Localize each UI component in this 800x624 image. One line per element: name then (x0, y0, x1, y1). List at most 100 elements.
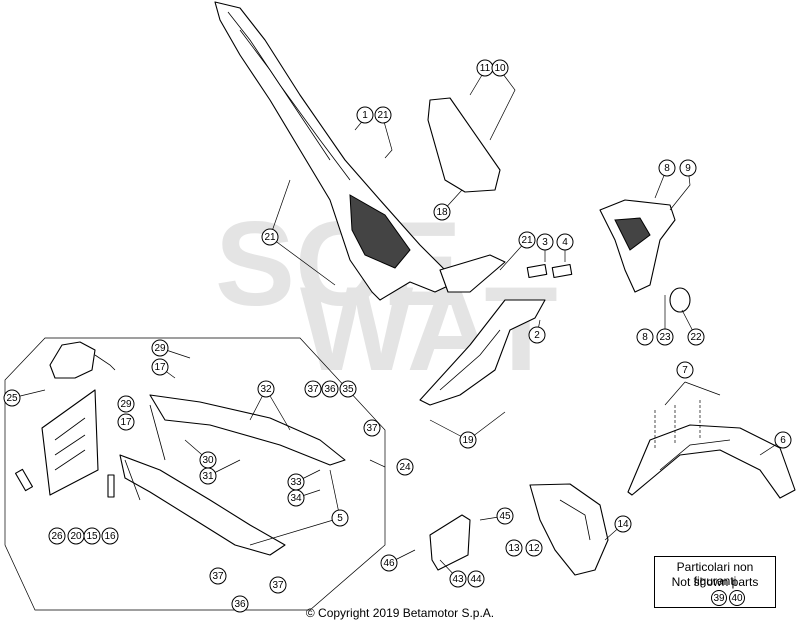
callout-label: 6 (780, 435, 786, 446)
callout-11: 11 (476, 59, 494, 77)
callout-19: 19 (459, 431, 477, 449)
callout-label: 17 (154, 362, 166, 373)
callout-label: 21 (377, 110, 389, 121)
callout-label: 35 (342, 384, 354, 395)
tail-light (49, 341, 96, 379)
callout-2: 2 (528, 326, 546, 344)
bracket (429, 514, 471, 571)
callout-3: 3 (536, 233, 554, 251)
callout-label: 26 (51, 531, 63, 542)
callout-label: 21 (264, 232, 276, 243)
callout-label: 37 (212, 571, 224, 582)
callout-label: 34 (290, 493, 302, 504)
callout-37: 37 (209, 567, 227, 585)
callout-label: 29 (120, 399, 132, 410)
callout-label: 3 (542, 237, 548, 248)
callout-31: 31 (199, 467, 217, 485)
front-shroud (214, 1, 506, 301)
callout-label: 22 (690, 332, 702, 343)
assembly-outline-24 (4, 337, 386, 611)
callout-5: 5 (331, 509, 349, 527)
callout-label: 43 (452, 574, 464, 585)
callout-9: 9 (679, 159, 697, 177)
callout-label: 30 (202, 455, 214, 466)
callout-label: 44 (470, 574, 482, 585)
callout-32: 32 (257, 380, 275, 398)
rear-subframe (119, 454, 286, 556)
callout-26: 26 (48, 527, 66, 545)
callout-label: 21 (521, 235, 533, 246)
callout-14: 14 (614, 515, 632, 533)
callout-label: 5 (337, 513, 343, 524)
callout-label: 19 (462, 435, 474, 446)
callout-label: 10 (494, 63, 506, 74)
license-plate-holder (41, 389, 99, 496)
callout-36: 36 (231, 595, 249, 613)
callout-label: 13 (508, 543, 520, 554)
callout-29: 29 (151, 339, 169, 357)
callout-17: 17 (117, 413, 135, 431)
callout-label: 46 (383, 558, 395, 569)
callout-20: 20 (67, 527, 85, 545)
callout-35: 35 (339, 380, 357, 398)
callout-label: 29 (154, 343, 166, 354)
callout-24: 24 (396, 458, 414, 476)
clamp-22 (669, 287, 691, 313)
callout-37: 37 (304, 380, 322, 398)
disc-guard (529, 483, 609, 576)
callout-21: 21 (261, 228, 279, 246)
callout-label: 9 (685, 163, 691, 174)
callout-37: 37 (363, 419, 381, 437)
copyright: © Copyright 2019 Betamotor S.p.A. (305, 606, 495, 620)
callout-label: 45 (499, 511, 511, 522)
front-fender (627, 424, 796, 499)
callout-label: 12 (528, 543, 540, 554)
not-shown-ref-39: 39 (711, 590, 727, 606)
callout-8: 8 (636, 328, 654, 346)
callout-label: 37 (307, 384, 319, 395)
callout-45: 45 (496, 507, 514, 525)
callout-8: 8 (658, 159, 676, 177)
callout-46: 46 (380, 554, 398, 572)
callout-label: 36 (324, 384, 336, 395)
not-shown-ref-40: 40 (729, 590, 745, 606)
callout-label: 18 (436, 207, 448, 218)
callout-label: 16 (104, 531, 116, 542)
callout-13: 13 (505, 539, 523, 557)
callout-label: 1 (362, 110, 368, 121)
callout-label: 17 (120, 417, 132, 428)
callout-30: 30 (199, 451, 217, 469)
callout-33: 33 (287, 473, 305, 491)
callout-label: 4 (562, 237, 568, 248)
callout-17: 17 (151, 358, 169, 376)
callout-label: 24 (399, 462, 411, 473)
clip-3 (526, 263, 548, 279)
callout-label: 23 (659, 332, 671, 343)
callout-25: 25 (3, 389, 21, 407)
not-shown-parts-box: Particolari non figuranti Not shown part… (654, 556, 776, 608)
callout-label: 32 (260, 384, 272, 395)
callout-34: 34 (287, 489, 305, 507)
callout-21: 21 (374, 106, 392, 124)
callout-label: 37 (366, 423, 378, 434)
callout-label: 11 (480, 63, 491, 74)
callout-7: 7 (676, 361, 694, 379)
callout-label: 2 (534, 330, 540, 341)
callout-37: 37 (269, 576, 287, 594)
callout-label: 31 (202, 471, 214, 482)
callout-10: 10 (491, 59, 509, 77)
callout-21: 21 (518, 231, 536, 249)
callout-label: 15 (86, 531, 98, 542)
callout-1: 1 (356, 106, 374, 124)
callout-23: 23 (656, 328, 674, 346)
callout-label: 14 (617, 519, 629, 530)
callout-label: 36 (234, 599, 246, 610)
callout-22: 22 (687, 328, 705, 346)
callout-16: 16 (101, 527, 119, 545)
rear-mudguard (149, 394, 346, 466)
callout-29: 29 (117, 395, 135, 413)
callout-label: 37 (272, 580, 284, 591)
headlight-mask (599, 199, 676, 293)
